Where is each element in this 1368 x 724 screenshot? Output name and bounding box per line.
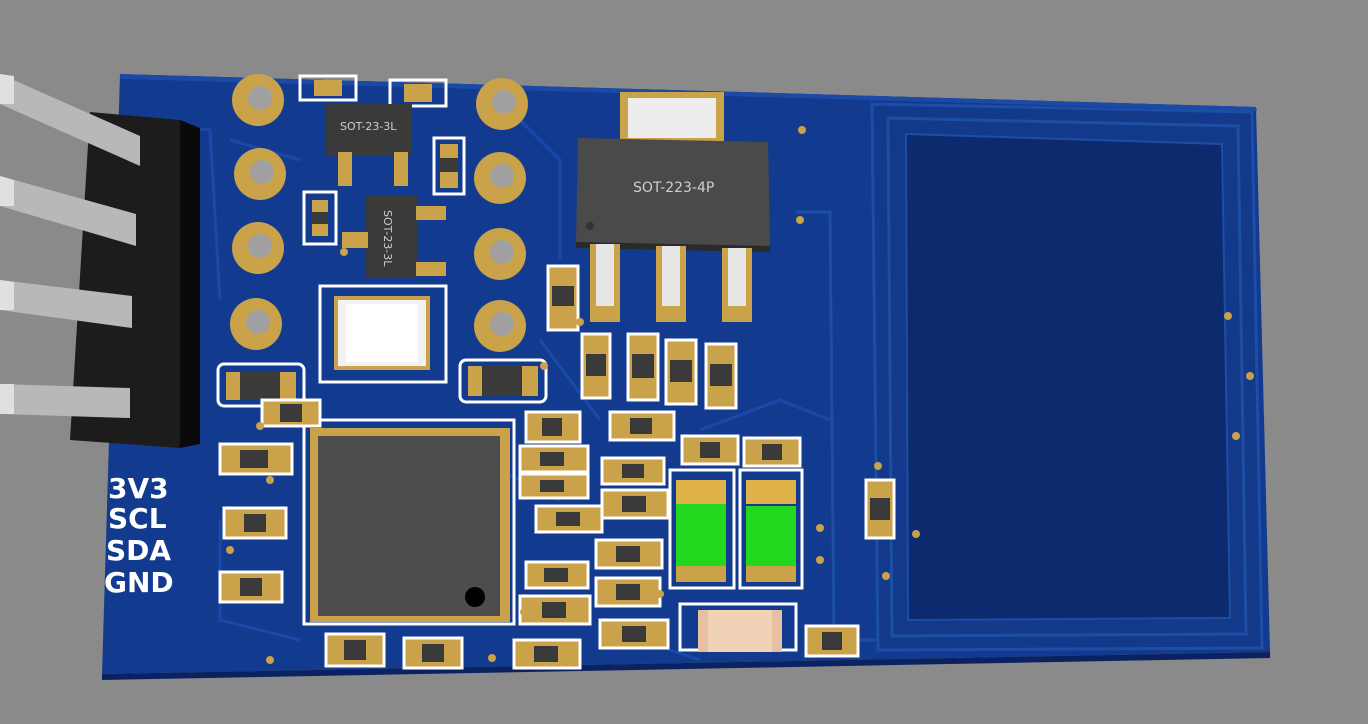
label-3v3: 3V3 bbox=[108, 472, 169, 505]
header-pin-3[interactable] bbox=[0, 280, 132, 328]
label-scl: SCL bbox=[108, 502, 167, 535]
sensor-package[interactable] bbox=[318, 284, 448, 384]
sot23-side[interactable]: SOT-23-3L bbox=[342, 196, 446, 278]
sot23-top[interactable]: SOT-23-3L bbox=[298, 74, 448, 186]
sot23-top-label: SOT-23-3L bbox=[340, 120, 397, 133]
sot223-regulator[interactable]: SOT-223-4P bbox=[576, 92, 770, 322]
label-sda: SDA bbox=[106, 534, 171, 567]
vias bbox=[226, 126, 1254, 664]
header-labels: 3V3 SCL SDA GND bbox=[104, 472, 174, 599]
smd-led-icon[interactable] bbox=[668, 468, 804, 590]
sot23-side-label: SOT-23-3L bbox=[381, 210, 394, 267]
label-gnd: GND bbox=[104, 566, 174, 599]
header-pin-1[interactable] bbox=[0, 74, 140, 166]
header-pin-2[interactable] bbox=[0, 176, 136, 246]
sot223-label: SOT-223-4P bbox=[633, 180, 714, 196]
passive-bodies bbox=[240, 286, 890, 662]
fuse-component bbox=[678, 602, 798, 652]
passive-components-top bbox=[302, 136, 466, 246]
through-hole-pads-right bbox=[474, 78, 528, 352]
pcb-antenna-icon bbox=[796, 102, 1264, 652]
header-pin-4[interactable] bbox=[0, 384, 130, 418]
through-hole-pads-left bbox=[230, 74, 286, 350]
pin-header-icon bbox=[0, 74, 200, 448]
qfn-chip-icon[interactable] bbox=[302, 418, 516, 626]
